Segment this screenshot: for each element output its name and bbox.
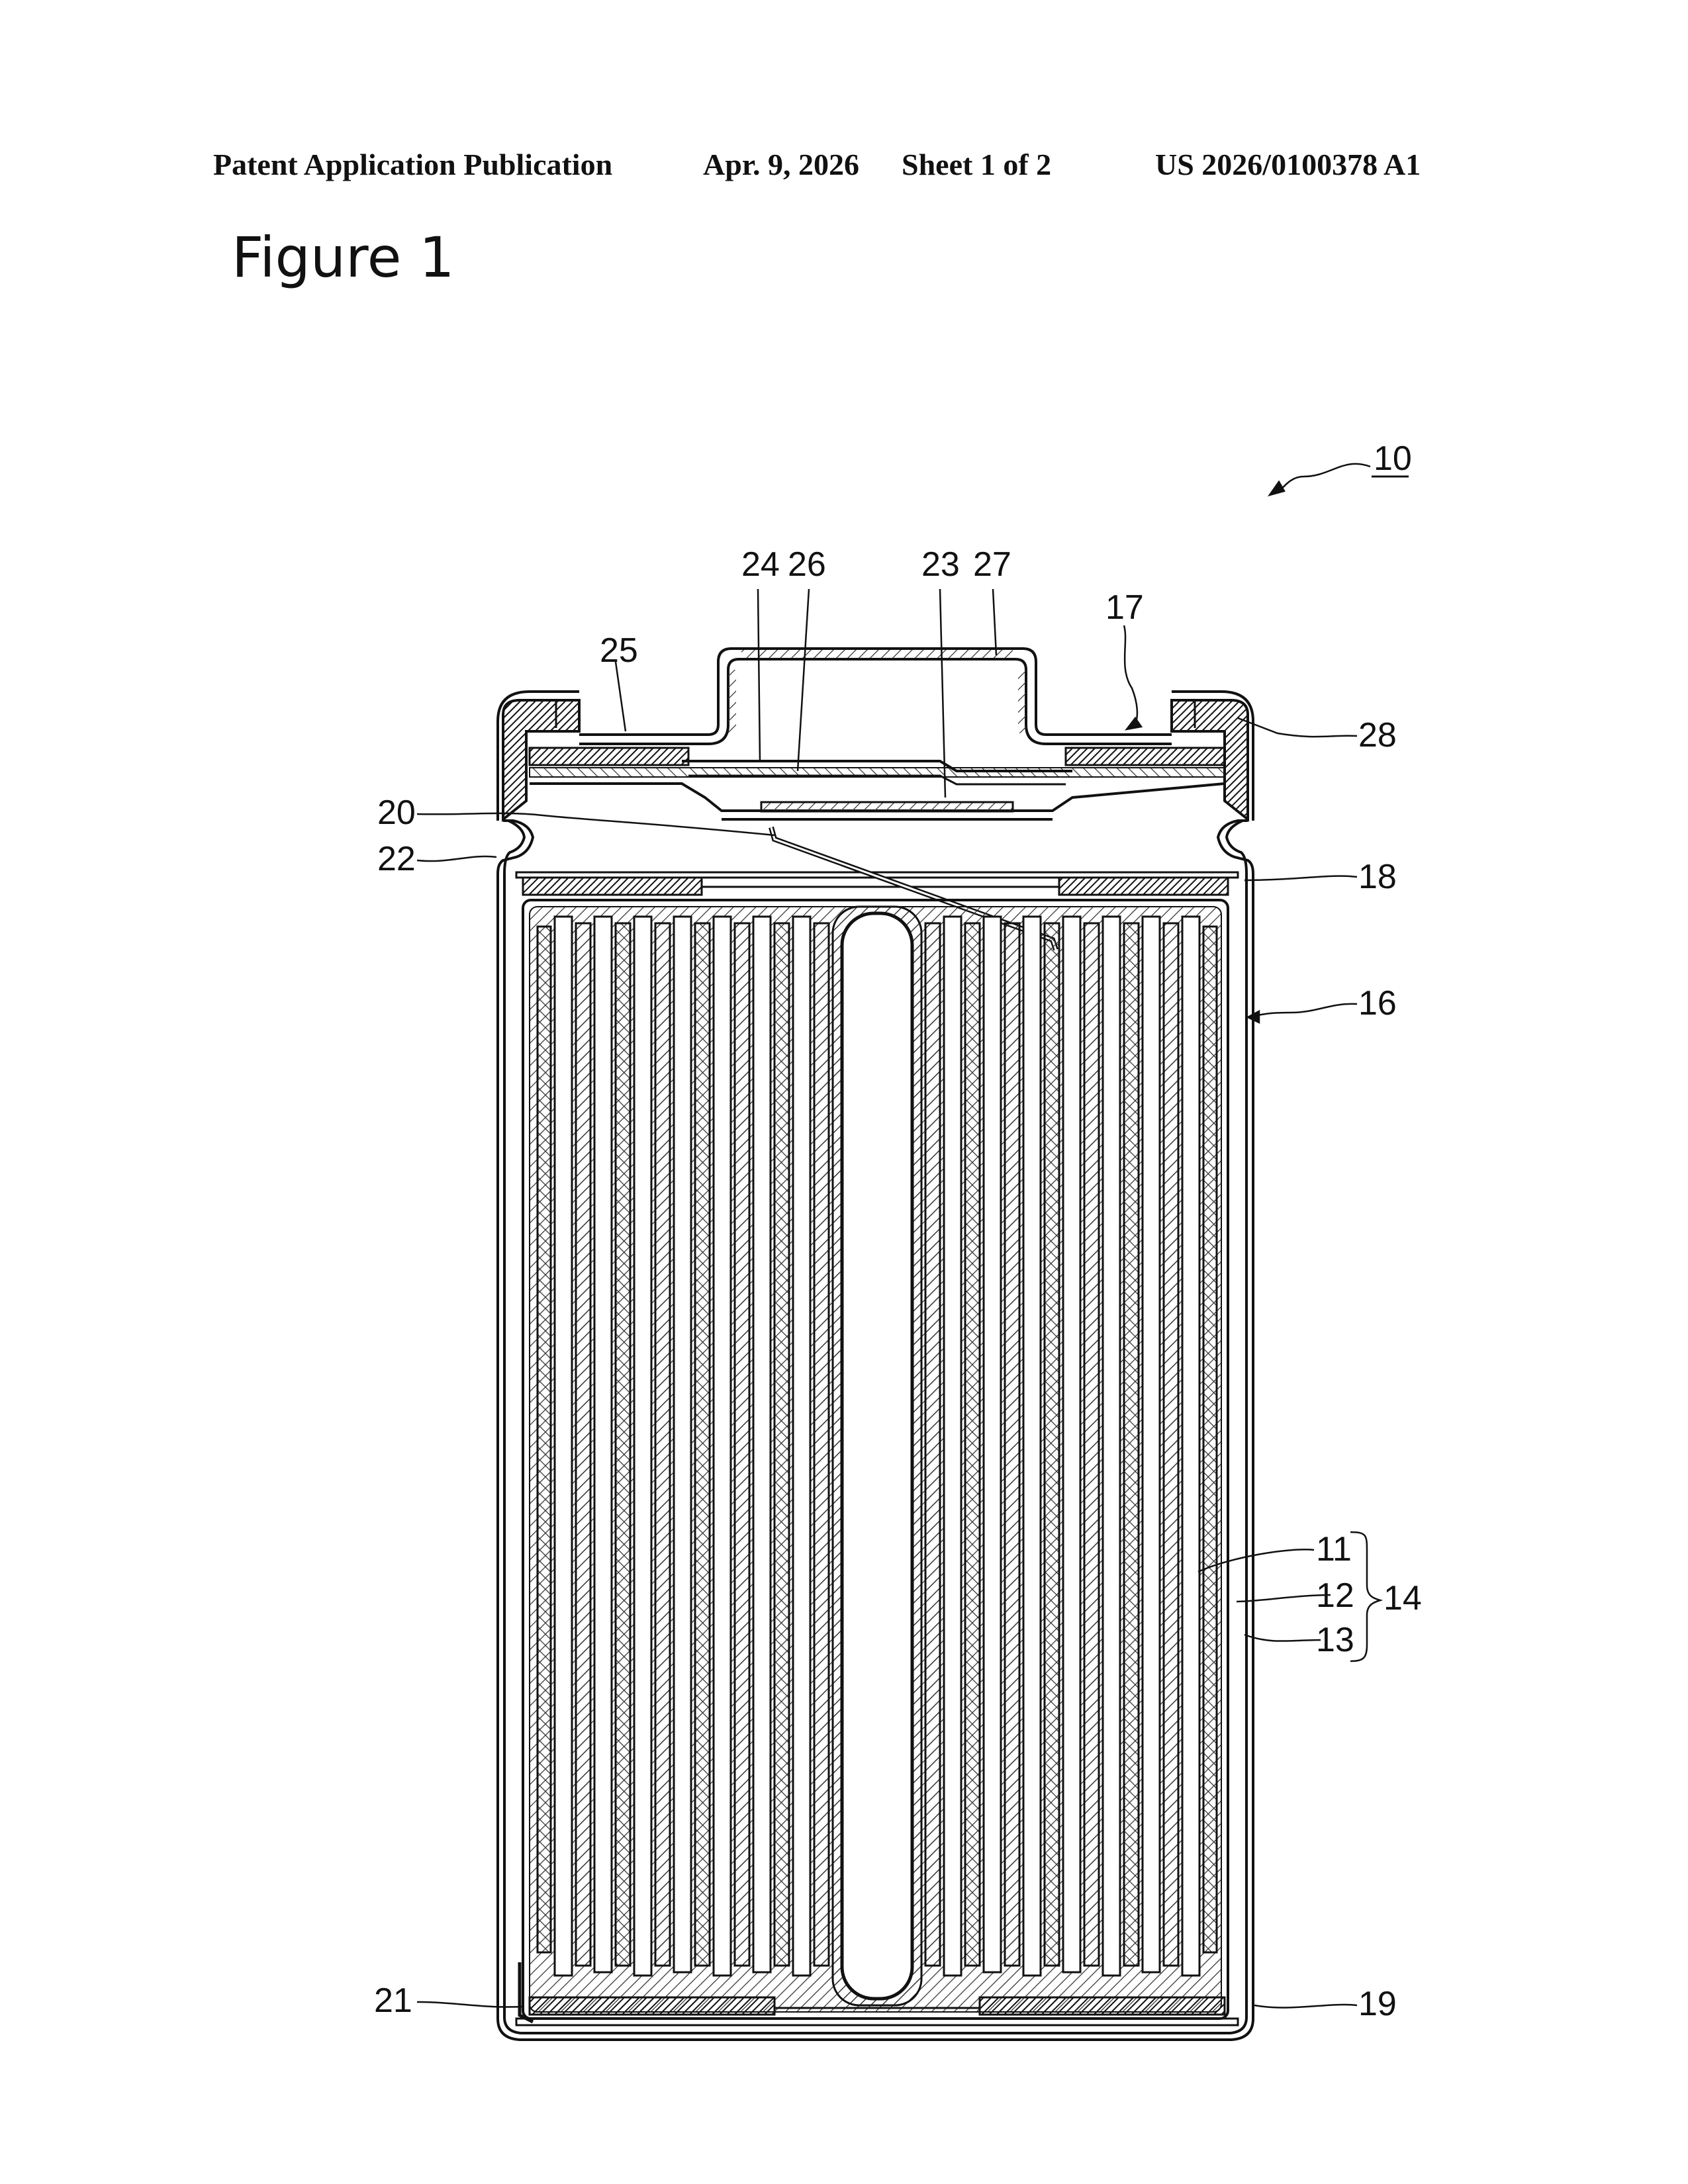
ref-17: 17 xyxy=(1105,588,1144,627)
ref-25: 25 xyxy=(600,631,638,670)
ref-12: 12 xyxy=(1316,1576,1354,1615)
ref-18: 18 xyxy=(1358,858,1397,896)
ref-20: 20 xyxy=(377,794,416,832)
ref-11: 11 xyxy=(1316,1530,1352,1569)
ref-27: 27 xyxy=(973,545,1011,584)
ref-16: 16 xyxy=(1358,984,1397,1023)
ref-19: 19 xyxy=(1358,1985,1397,2023)
ref-22: 22 xyxy=(377,840,416,878)
sealing-assembly xyxy=(498,649,1253,821)
ref-26: 26 xyxy=(788,545,826,584)
ref-23: 23 xyxy=(921,545,960,584)
ref-28: 28 xyxy=(1358,716,1397,754)
ref-24: 24 xyxy=(741,545,780,584)
ref-14: 14 xyxy=(1383,1579,1422,1617)
ref-13: 13 xyxy=(1316,1621,1354,1659)
ref-21: 21 xyxy=(374,1981,412,2020)
ref-10: 10 xyxy=(1374,439,1412,478)
electrode-assembly xyxy=(523,900,1228,2019)
